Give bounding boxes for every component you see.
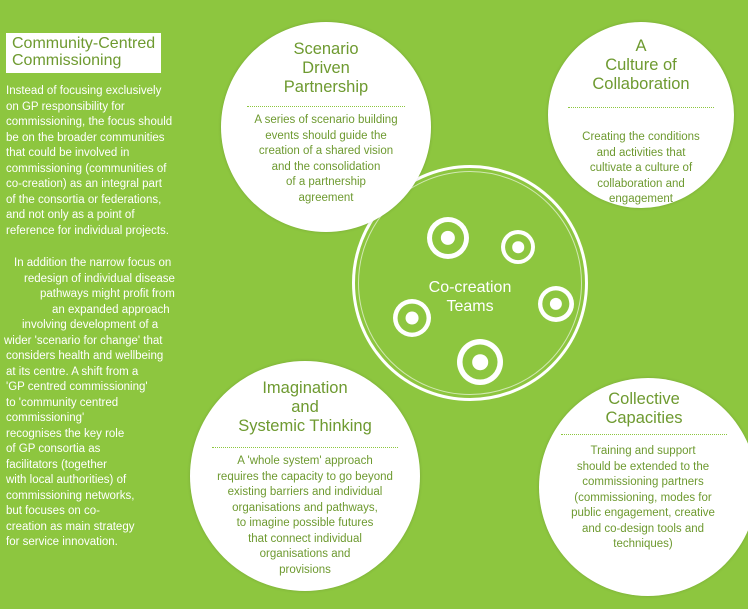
detail-line: an expanded approach bbox=[52, 303, 170, 316]
team-node-icon bbox=[501, 230, 535, 264]
detail-line: involving development of a bbox=[22, 319, 159, 331]
detail-line: to 'community centred bbox=[6, 396, 119, 409]
culture-of-collaboration-bubble: A Culture of Collaboration Creating the … bbox=[548, 22, 734, 208]
bubble-title: Imagination and Systemic Thinking bbox=[238, 379, 372, 435]
bubble-text: Training and support should be extended … bbox=[571, 445, 715, 550]
bubble-text: A 'whole system' approach requires the c… bbox=[217, 455, 393, 576]
detail-line: In addition the narrow focus on bbox=[14, 257, 172, 269]
bubble-title: A Culture of Collaboration bbox=[592, 37, 690, 93]
detail-line: commissioning' bbox=[6, 412, 85, 424]
intro-line: be on the broader communities bbox=[6, 131, 165, 144]
intro-line: commissioning, the focus should bbox=[6, 116, 173, 128]
detail-line: facilitators (together bbox=[6, 458, 107, 471]
detail-line: of GP consortia as bbox=[6, 443, 101, 455]
co-creation-teams-label: Co-creation Teams bbox=[428, 279, 512, 315]
bubble-text: A series of scenario building events sho… bbox=[254, 114, 398, 204]
team-node-icon bbox=[538, 286, 574, 322]
intro-line: of the consortia or federations, bbox=[6, 193, 162, 206]
intro-line: on GP responsibility for bbox=[6, 100, 125, 113]
divider bbox=[247, 106, 405, 107]
detail-line: redesign of individual disease bbox=[24, 272, 175, 285]
detail-line: recognises the key role bbox=[6, 427, 125, 440]
divider bbox=[568, 107, 714, 108]
co-creation-ring bbox=[352, 165, 588, 401]
scenario-driven-partnership-bubble: Scenario Driven Partnership A series of … bbox=[221, 22, 431, 232]
detail-line: wider 'scenario for change' that bbox=[4, 334, 163, 347]
bubble-text: Creating the conditions and activities t… bbox=[582, 131, 700, 205]
intro-line: co-creation) as an integral part bbox=[6, 178, 162, 190]
intro-line: that could be involved in bbox=[6, 147, 130, 159]
intro-line: reference for individual projects. bbox=[6, 224, 169, 237]
bubble-title: Scenario Driven Partnership bbox=[283, 40, 369, 96]
bubble-title: Collective Capacities bbox=[605, 390, 683, 427]
intro-paragraph: Instead of focusing exclusively on GP re… bbox=[6, 84, 206, 239]
detail-line: with local authorities) of bbox=[6, 474, 127, 486]
detail-line: considers health and wellbeing bbox=[6, 350, 164, 362]
detail-paragraph: In addition the narrow focus on redesign… bbox=[4, 256, 200, 551]
collective-capacities-bubble: Collective Capacities Training and suppo… bbox=[539, 378, 748, 596]
detail-line: creation as main strategy bbox=[6, 520, 135, 533]
co-creation-inner-ring bbox=[358, 171, 582, 395]
team-node-icon bbox=[457, 339, 503, 385]
imagination-systemic-thinking-bubble: Imagination and Systemic Thinking A 'who… bbox=[190, 361, 420, 591]
detail-line: at its centre. A shift from a bbox=[6, 365, 139, 378]
detail-line: but focuses on co- bbox=[6, 505, 100, 517]
team-node-icon bbox=[393, 299, 431, 337]
detail-line: commissioning networks, bbox=[6, 489, 135, 502]
detail-line: pathways might profit from bbox=[40, 288, 175, 300]
divider bbox=[212, 447, 398, 448]
intro-line: Instead of focusing exclusively bbox=[6, 85, 162, 97]
team-node-icon bbox=[427, 217, 469, 259]
intro-line: and not only as a point of bbox=[6, 209, 135, 221]
detail-line: for service innovation. bbox=[6, 536, 118, 548]
page-title: Community-Centred Commissioning bbox=[6, 33, 162, 73]
intro-line: commissioning (communities of bbox=[6, 162, 167, 175]
divider bbox=[561, 434, 727, 435]
detail-line: 'GP centred commissioning' bbox=[6, 381, 148, 393]
